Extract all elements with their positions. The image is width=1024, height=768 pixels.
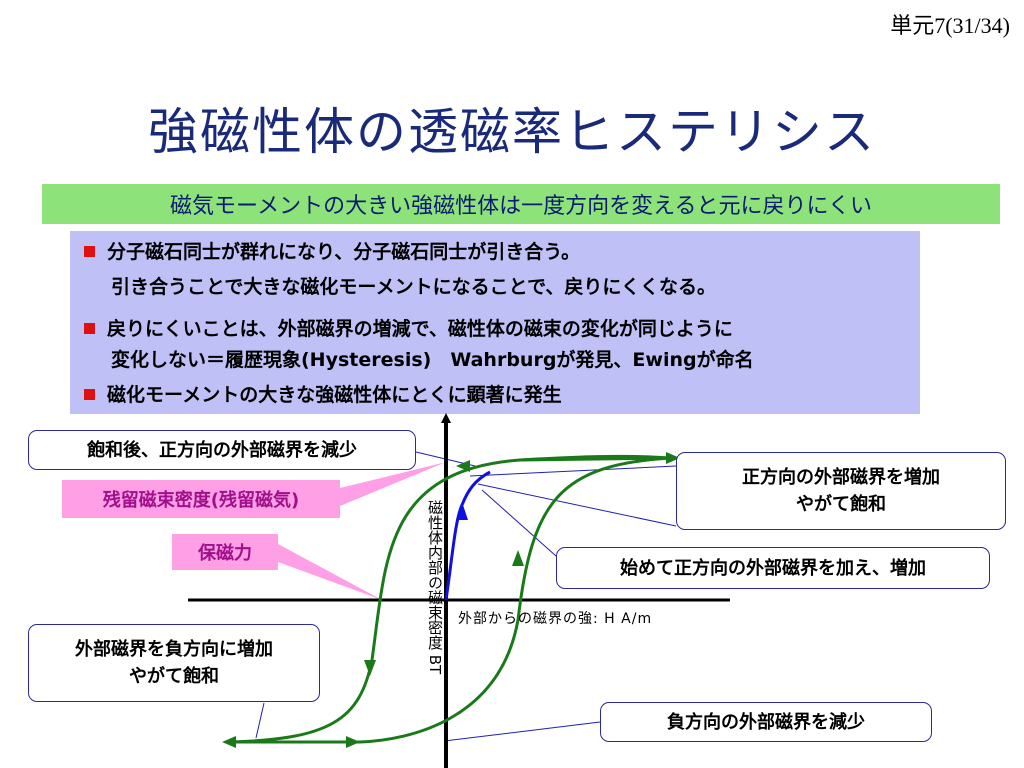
- callout-negative-decrease: 負方向の外部磁界を減少: [600, 702, 932, 742]
- coercivity-label: 保磁力: [172, 534, 278, 570]
- bullet-square-icon: [84, 389, 95, 400]
- bullet-square-icon: [84, 323, 95, 334]
- y-axis-label: 磁性体内部の磁束密度 BT: [426, 500, 444, 675]
- callout-initial-apply: 始めて正方向の外部磁界を加え、増加: [556, 547, 990, 589]
- callout-positive-increase: 正方向の外部磁界を増加 やがて飽和: [676, 452, 1006, 530]
- callout-text: 負方向の外部磁界を減少: [667, 711, 865, 733]
- pointer-line: [481, 489, 557, 557]
- loop-arrow: [364, 660, 376, 676]
- loop-arrow: [456, 460, 470, 472]
- callout-text: 外部磁界を負方向に増加: [75, 639, 273, 660]
- remanence-label-text: 残留磁束密度(残留磁気): [102, 490, 300, 511]
- remanence-label: 残留磁束密度(残留磁気): [62, 480, 340, 518]
- bullet-line: 引き合うことで大きな磁化モーメントになることで、戻りにくくなる。: [111, 276, 716, 298]
- callout-text: やがて飽和: [796, 494, 886, 515]
- bullet-line: 変化しない＝履歴現象(Hysteresis) Wahrburgが発見、Ewing…: [111, 349, 754, 371]
- pointer-line: [255, 702, 265, 739]
- hysteresis-descending-branch: [225, 456, 671, 744]
- callout-text: 正方向の外部磁界を増加: [742, 467, 940, 488]
- pointer-line: [443, 721, 601, 742]
- hysteresis-ascending-branch: [226, 456, 671, 744]
- callout-saturation-decrease: 飽和後、正方向の外部磁界を減少: [28, 430, 416, 470]
- bullet-line: 戻りにくいことは、外部磁界の増減で、磁性体の磁束の変化が同じように: [107, 318, 733, 340]
- summary-banner-text: 磁気モーメントの大きい強磁性体は一度方向を変えると元に戻りにくい: [169, 194, 873, 219]
- bullet-square-icon: [84, 246, 95, 257]
- bullet-item: 分子磁石同士が群れになり、分子磁石同士が引き合う。: [84, 237, 580, 264]
- loop-arrow: [222, 736, 236, 748]
- callout-text: 飽和後、正方向の外部磁界を減少: [87, 439, 357, 461]
- callout-negative-increase: 外部磁界を負方向に増加 やがて飽和: [28, 624, 320, 702]
- coercivity-pointer: [278, 544, 382, 600]
- loop-arrow: [512, 550, 524, 566]
- bullet-item: 磁化モーメントの大きな強磁性体にとくに顕著に発生: [84, 380, 562, 407]
- x-axis-label: 外部からの磁界の強: H A/m: [458, 611, 653, 627]
- summary-banner: 磁気モーメントの大きい強磁性体は一度方向を変えると元に戻りにくい: [42, 184, 1000, 224]
- initial-curve-arrow: [456, 502, 468, 520]
- bullet-line: 磁化モーメントの大きな強磁性体にとくに顕著に発生: [107, 384, 562, 406]
- slide-title: 強磁性体の透磁率ヒステリシス: [148, 103, 876, 161]
- callout-text: やがて飽和: [129, 666, 219, 687]
- bullet-item: 戻りにくいことは、外部磁界の増減で、磁性体の磁束の変化が同じように: [84, 314, 733, 341]
- coercivity-label-text: 保磁力: [198, 543, 252, 564]
- remanence-pointer: [340, 462, 446, 506]
- callout-text: 始めて正方向の外部磁界を加え、増加: [620, 557, 926, 579]
- pointer-line: [477, 483, 677, 527]
- bullet-list: 分子磁石同士が群れになり、分子磁石同士が引き合う。 引き合うことで大きな磁化モー…: [70, 231, 920, 414]
- loop-arrow: [346, 736, 360, 748]
- unit-indicator: 単元7(31/34): [890, 13, 1010, 38]
- loop-arrow: [666, 452, 680, 464]
- saturation-segment: [519, 454, 671, 462]
- bullet-line: 分子磁石同士が群れになり、分子磁石同士が引き合う。: [107, 241, 581, 263]
- pointer-line: [469, 465, 677, 477]
